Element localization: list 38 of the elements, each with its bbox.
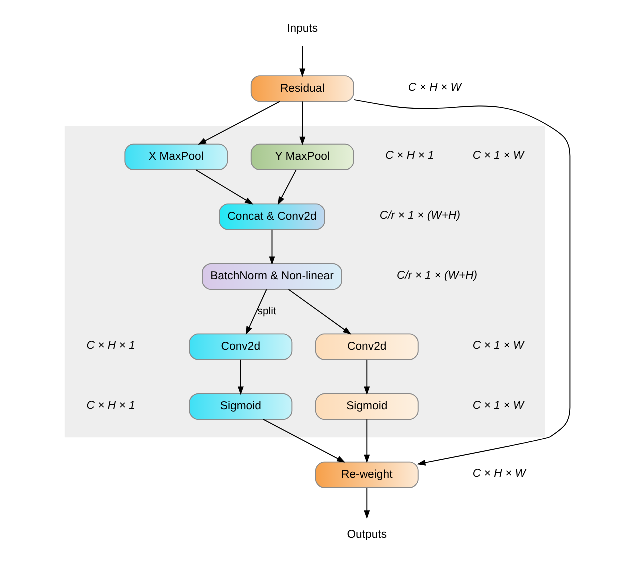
arrow xyxy=(364,359,370,396)
arrow xyxy=(195,170,254,205)
node-box: Conv2d xyxy=(188,334,292,360)
node-box: Residual xyxy=(250,76,354,102)
label: C × 1 × W xyxy=(472,150,524,162)
arrow xyxy=(197,101,280,145)
node-box: Sigmoid xyxy=(314,394,418,420)
node-box: Y MaxPool xyxy=(250,144,354,170)
label: C/r × 1 × (W+H) xyxy=(379,210,460,222)
arrow xyxy=(364,488,370,520)
node-box: BatchNorm & Non-linear xyxy=(202,264,342,290)
arrow xyxy=(245,289,267,336)
label: C/r × 1 × (W+H) xyxy=(396,270,478,282)
arrow xyxy=(277,170,296,206)
node-box: Conv2d xyxy=(314,334,418,360)
node-text: Outputs xyxy=(346,528,387,541)
arrow xyxy=(268,229,275,266)
label: C × H × 1 xyxy=(86,400,135,412)
arrow xyxy=(288,289,352,335)
arrow xyxy=(299,101,306,146)
node-text: Inputs xyxy=(286,23,318,36)
arrow xyxy=(262,419,346,463)
node-box: Sigmoid xyxy=(188,394,292,420)
node-box: Concat & Conv2d xyxy=(218,204,325,230)
node-box: X MaxPool xyxy=(124,144,228,170)
label: C × H × W xyxy=(408,82,462,94)
label: C × 1 × W xyxy=(472,340,524,352)
label: C × 1 × W xyxy=(472,400,524,412)
arrow xyxy=(237,359,244,396)
cluster xyxy=(64,126,545,438)
label: C × H × W xyxy=(472,468,526,480)
label: C × H × 1 xyxy=(86,340,135,352)
node-box: Re-weight xyxy=(314,462,418,488)
label: C × H × 1 xyxy=(385,150,434,162)
arrow xyxy=(299,46,306,78)
arrow xyxy=(364,419,370,464)
arrow xyxy=(353,99,570,466)
edge-label: split xyxy=(257,306,276,318)
